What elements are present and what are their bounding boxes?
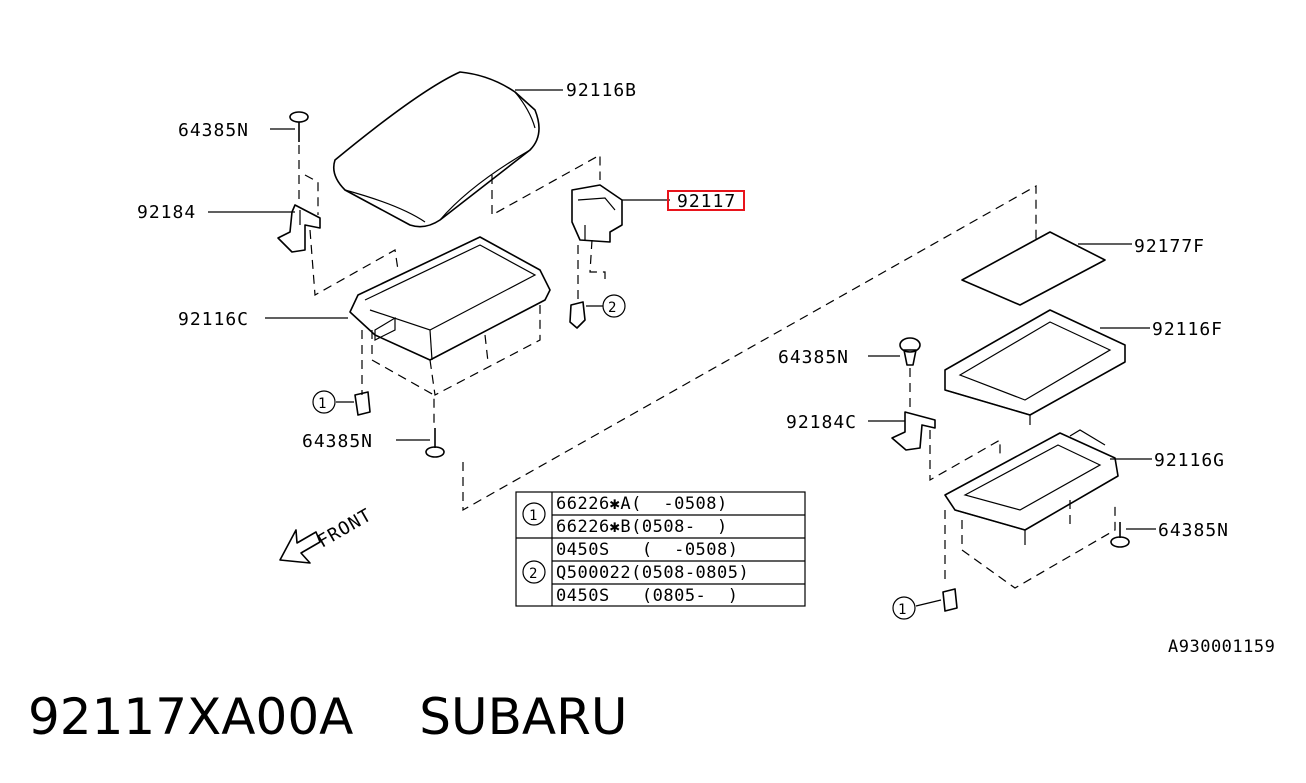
ref-1-left: 1 [318,396,327,412]
callout-92184C[interactable]: 92184C [786,412,857,433]
callout-92116F[interactable]: 92116F [1152,319,1223,340]
screw-ref2-part[interactable] [569,301,586,329]
screw-ref1-left-part[interactable] [354,391,371,416]
callout-92184[interactable]: 92184 [137,202,196,223]
legend-row-1b: 66226✱B(0508- ) [556,517,728,537]
mat-part[interactable] [961,231,1106,306]
drawing-id: A930001159 [1168,637,1275,657]
tray-upper-part[interactable] [944,309,1126,425]
legend-table [515,491,806,607]
legend-row-2a: 0450S ( -0508) [556,540,739,560]
callout-64385N-top-left[interactable]: 64385N [178,120,249,141]
armrest-lid-part[interactable] [332,71,540,228]
hinge-left-part[interactable] [277,204,321,253]
legend-row-1a: 66226✱A( -0508) [556,494,728,514]
callout-92117-highlighted[interactable]: 92117 [677,191,736,212]
caption-part-number: 92117XA00A [28,688,354,746]
screw-bottom-left-part[interactable] [425,428,445,458]
highlight-box [667,190,745,211]
screw-ref1-right-part[interactable] [942,588,958,612]
screw-top-left-part[interactable] [289,111,309,142]
caption-brand: SUBARU [419,688,628,746]
callout-64385N-bottom-left[interactable]: 64385N [302,431,373,452]
callout-64385N-bottom-right[interactable]: 64385N [1158,520,1229,541]
callout-92177F[interactable]: 92177F [1134,236,1205,257]
ref-2: 2 [608,300,617,316]
callout-64385N-mid-right[interactable]: 64385N [778,347,849,368]
callout-92116G[interactable]: 92116G [1154,450,1225,471]
screw-mid-right-part[interactable] [899,337,921,366]
screw-bottom-right-part[interactable] [1110,522,1130,548]
legend-row-2b: Q500022(0508-0805) [556,563,749,583]
legend-ref-2: 2 [529,566,538,582]
legend-row-2c: 0450S (0805- ) [556,586,739,606]
latch-part[interactable] [571,184,623,243]
lid-base-part[interactable] [349,236,551,361]
front-label: FRONT [314,505,376,553]
front-arrow-icon [279,529,321,564]
tray-lower-part[interactable] [944,429,1119,545]
callout-92116C[interactable]: 92116C [178,309,249,330]
callout-92116B[interactable]: 92116B [566,80,637,101]
caption: 92117XA00A SUBARU [28,682,627,752]
hinge-right-part[interactable] [891,411,936,451]
legend-ref-1: 1 [529,508,538,524]
ref-1-right: 1 [898,602,907,618]
